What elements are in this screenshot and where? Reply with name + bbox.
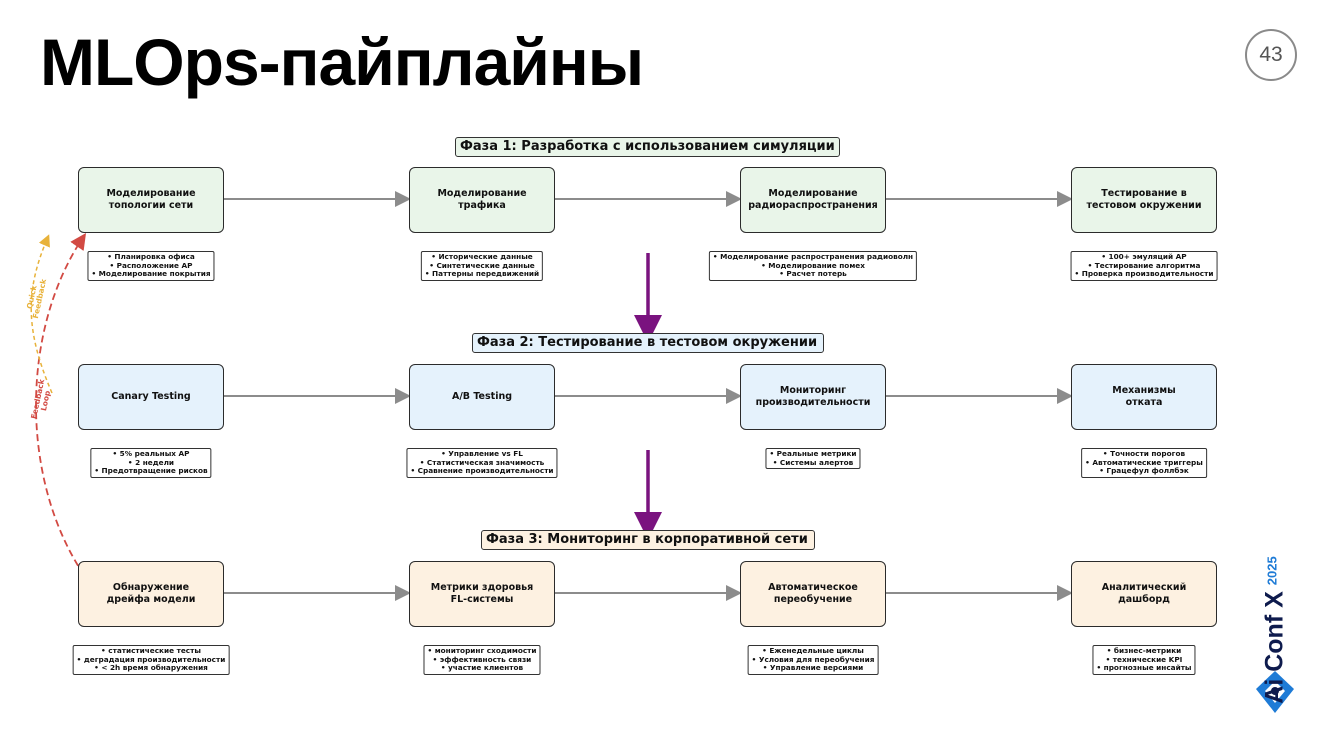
note-line: • Предотвращение рисков xyxy=(94,466,208,476)
pipeline-step: Аналитический дашборд xyxy=(1071,561,1217,627)
note-line: • участие клиентов xyxy=(440,663,524,673)
note-line: • 2 недели xyxy=(127,457,175,467)
step-notes: • статистические тесты• деградация произ… xyxy=(72,645,230,675)
note-line: • Еженедельные циклы xyxy=(762,646,864,655)
pipeline-step: Тестирование в тестовом окружении xyxy=(1071,167,1217,233)
step-notes: • Точности порогов• Автоматические тригг… xyxy=(1081,448,1207,478)
step-notes: • мониторинг сходимости• эффективность с… xyxy=(423,645,541,675)
note-line: • Управление версиями xyxy=(762,663,864,673)
pipeline-step: Обнаружение дрейфа модели xyxy=(78,561,224,627)
step-notes: • Еженедельные циклы• Условия для переоб… xyxy=(747,645,879,675)
note-line: • Моделирование покрытия xyxy=(91,269,211,279)
note-line: • бизнес-метрики xyxy=(1106,646,1182,655)
note-line: • мониторинг сходимости xyxy=(427,646,537,655)
note-line: • Паттерны передвижений xyxy=(424,269,540,279)
step-notes: • Планировка офиса• Расположение AP• Мод… xyxy=(87,251,215,281)
pipeline-step: Моделирование радиораспространения xyxy=(740,167,886,233)
brand-logo: Ai Conf X 2025 xyxy=(1250,485,1300,715)
note-line: • Синтетические данные xyxy=(429,260,535,270)
note-line: • Исторические данные xyxy=(431,252,533,261)
note-line: • Проверка производительности xyxy=(1074,269,1214,279)
pipeline-step: Автоматическое переобучение xyxy=(740,561,886,627)
note-line: • Планировка офиса xyxy=(107,252,195,261)
note-line: • Тестирование алгоритма xyxy=(1087,260,1201,270)
note-line: • Управление vs FL xyxy=(441,449,523,458)
brand-year: 2025 xyxy=(1264,556,1280,586)
pipeline-step: Метрики здоровья FL-системы xyxy=(409,561,555,627)
phase-title: Фаза 2: Тестирование в тестовом окружени… xyxy=(472,333,824,353)
step-notes: • Моделирование распространения радиовол… xyxy=(708,251,918,281)
note-line: • Статистическая значимость xyxy=(419,457,545,467)
note-line: • эффективность связи xyxy=(432,654,532,664)
pipeline-step: Моделирование трафика xyxy=(409,167,555,233)
phase-title: Фаза 1: Разработка с использованием симу… xyxy=(455,137,840,157)
note-line: • Моделирование помех xyxy=(761,260,865,270)
page-number-badge: 43 xyxy=(1245,29,1297,81)
note-line: • Сравнение производительности xyxy=(410,466,554,476)
note-line: • Моделирование распространения радиовол… xyxy=(712,252,914,261)
note-line: • Реальные метрики xyxy=(769,449,857,458)
note-line: • Расположение AP xyxy=(109,260,193,270)
step-notes: • Реальные метрики• Системы алертов xyxy=(765,448,861,470)
step-notes: • 5% реальных AP• 2 недели• Предотвращен… xyxy=(90,448,212,478)
phase-title: Фаза 3: Мониторинг в корпоративной сети xyxy=(481,530,815,550)
note-line: • 5% реальных AP xyxy=(112,449,190,458)
note-line: • < 2h время обнаружения xyxy=(94,663,208,673)
step-notes: • Исторические данные• Синтетические дан… xyxy=(420,251,544,281)
brand-mark-icon xyxy=(1256,671,1294,713)
pipeline-step: Механизмы отката xyxy=(1071,364,1217,430)
note-line: • Расчет потерь xyxy=(779,269,847,279)
step-notes: • бизнес-метрики• технические KPI• прогн… xyxy=(1092,645,1196,675)
feedback-loop-arrow xyxy=(35,233,87,576)
pipeline-step: Моделирование топологии сети xyxy=(78,167,224,233)
step-notes: • Управление vs FL• Статистическая значи… xyxy=(406,448,558,478)
note-line: • технические KPI xyxy=(1105,654,1183,664)
quick-feedback-arrow xyxy=(30,234,53,394)
note-line: • Точности порогов xyxy=(1102,449,1186,458)
brand-name: Ai Conf X xyxy=(1260,591,1289,704)
note-line: • статистические тесты xyxy=(101,646,201,655)
note-line: • Грацефул фоллбэк xyxy=(1099,466,1189,476)
note-line: • Условия для переобучения xyxy=(751,654,875,664)
note-line: • 100+ эмуляций AP xyxy=(1101,252,1187,261)
note-line: • прогнозные инсайты xyxy=(1096,663,1192,673)
pipeline-step: Canary Testing xyxy=(78,364,224,430)
pipeline-step: Мониторинг производительности xyxy=(740,364,886,430)
slide-title: MLOps-пайплайны xyxy=(40,25,644,99)
step-notes: • 100+ эмуляций AP• Тестирование алгорит… xyxy=(1070,251,1218,281)
pipeline-step: A/B Testing xyxy=(409,364,555,430)
note-line: • деградация производительности xyxy=(76,654,226,664)
page-number: 43 xyxy=(1259,43,1283,66)
brand-wordmark: Ai Conf X 2025 xyxy=(1261,556,1290,703)
note-line: • Системы алертов xyxy=(772,457,854,467)
note-line: • Автоматические триггеры xyxy=(1085,457,1203,467)
